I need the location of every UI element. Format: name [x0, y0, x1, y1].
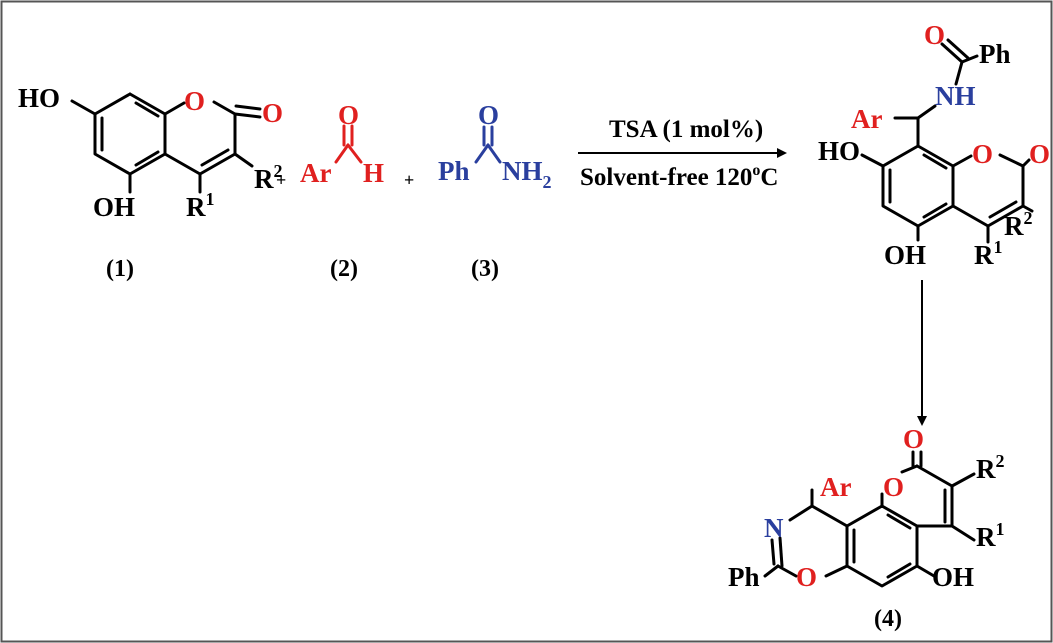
intermediate-ho-label: HO: [818, 136, 860, 166]
compound-1-structure: [70, 92, 262, 194]
compound-1-label: (1): [106, 256, 134, 282]
temperature-condition: Solvent-free 120oC: [580, 162, 778, 191]
intermediate-oh-label: OH: [884, 240, 926, 270]
c4-r1-label: R1: [976, 519, 1005, 552]
c3-ph-label: Ph: [438, 156, 470, 186]
c4-ring-oxygen: O: [883, 472, 904, 502]
c4-nitrogen-label: N: [764, 513, 784, 543]
compound-3-label: (3): [471, 256, 499, 282]
intermediate-ph-label: Ph: [979, 39, 1011, 69]
c2-h-label: H: [363, 158, 384, 188]
c4-ar-label: Ar: [820, 472, 851, 502]
c4-carbonyl-oxygen: O: [903, 424, 924, 454]
c1-oh-label: OH: [93, 192, 135, 222]
c3-nh2-label: NH2: [502, 156, 552, 192]
intermediate-r1-label: R1: [974, 237, 1003, 270]
c4-ph-label: Ph: [728, 562, 760, 592]
catalyst-condition: TSA (1 mol%): [609, 116, 763, 143]
c4-oxazine-oxygen: O: [796, 562, 817, 592]
plus-sign-2: +: [404, 170, 414, 190]
compound-3-structure: [474, 125, 502, 164]
c2-carbonyl-oxygen: O: [338, 100, 359, 130]
c1-r2-label: R2: [254, 161, 283, 194]
c1-carbonyl-oxygen: O: [262, 98, 283, 128]
c4-oh-label: OH: [932, 562, 974, 592]
intermediate-amide-oxygen: O: [924, 20, 945, 50]
c1-ho-label: HO: [18, 83, 60, 113]
c2-ar-label: Ar: [300, 158, 331, 188]
intermediate-ar-label: Ar: [851, 104, 882, 134]
compound-4-structure: [763, 450, 976, 588]
compound-2-label: (2): [330, 256, 358, 282]
compound-2-structure: [334, 124, 363, 164]
c3-carbonyl-oxygen: O: [478, 100, 499, 130]
intermediate-structure: [860, 38, 1034, 244]
intermediate-ring-oxygen: O: [972, 139, 993, 169]
c4-r2-label: R2: [976, 451, 1005, 484]
compound-4-label: (4): [874, 606, 902, 632]
plus-sign-1: +: [276, 170, 286, 190]
intermediate-carbonyl-oxygen: O: [1029, 139, 1050, 169]
intermediate-r2-label: R2: [1004, 208, 1033, 241]
intermediate-nh-label: NH: [935, 81, 976, 111]
c1-r1-label: R1: [186, 189, 215, 222]
c1-ring-oxygen: O: [184, 86, 205, 116]
